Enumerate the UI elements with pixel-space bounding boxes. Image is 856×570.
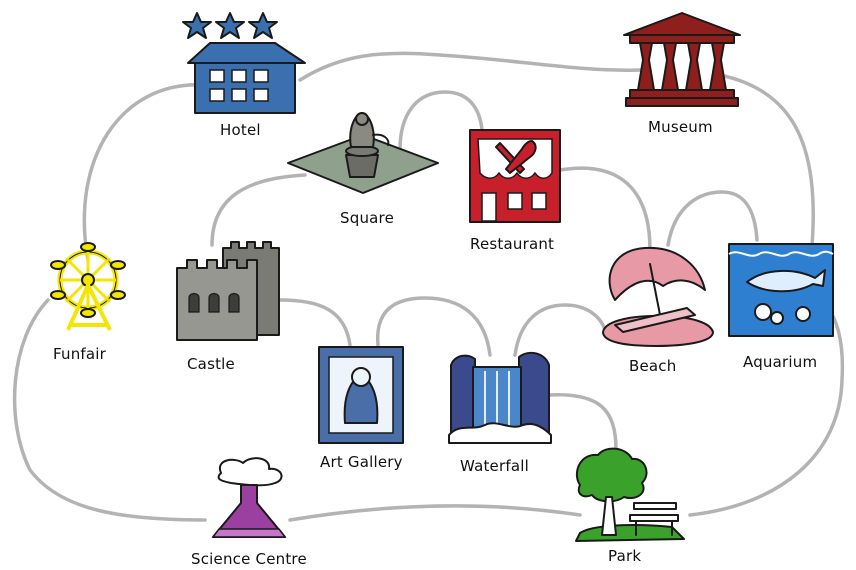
funfair-label: Funfair [53, 345, 107, 363]
beach-landmark[interactable]: Beach [595, 240, 720, 380]
road-square-castle [210, 173, 307, 247]
road-museum-aquarium [718, 73, 815, 247]
art-gallery-landmark[interactable]: Art Gallery [315, 343, 415, 473]
road-funfair-science [12, 298, 207, 522]
road-restaurant-beach [558, 166, 652, 252]
fork-knife-icon [495, 140, 537, 174]
road-science-park [288, 504, 582, 522]
aquarium-icon [728, 243, 834, 337]
museum-landmark[interactable]: Museum [622, 10, 742, 140]
tree-bench-icon [575, 447, 685, 542]
beach-umbrella-icon [602, 246, 714, 347]
castle-icon [176, 241, 280, 341]
road-waterfall-park [546, 392, 618, 452]
castle-label: Castle [187, 355, 235, 373]
road-gallery-waterfall [376, 296, 492, 357]
science-centre-label: Science Centre [191, 550, 307, 568]
museum-label: Museum [648, 118, 713, 136]
waterfall-label: Waterfall [460, 457, 529, 475]
aquarium-landmark[interactable]: Aquarium [725, 240, 845, 380]
park-landmark[interactable]: Park [572, 445, 692, 570]
square-icon [287, 112, 439, 194]
restaurant-icon [469, 129, 561, 223]
road-waterfall-beach [513, 303, 607, 357]
ferris-wheel-icon [50, 242, 126, 331]
square-landmark[interactable]: Square [287, 105, 448, 230]
science-centre-landmark[interactable]: Science Centre [185, 455, 325, 570]
beach-label: Beach [629, 357, 677, 375]
restaurant-label: Restaurant [470, 235, 555, 253]
road-hotel-funfair [82, 83, 207, 262]
square-label: Square [340, 209, 395, 227]
art-gallery-label: Art Gallery [320, 453, 403, 471]
restaurant-landmark[interactable]: Restaurant [462, 125, 572, 255]
road-park-aquarium [688, 303, 845, 517]
hotel-landmark[interactable]: Hotel [180, 5, 310, 145]
aquarium-label: Aquarium [743, 353, 818, 371]
road-beach-aquarium [666, 190, 759, 247]
waterfall-icon [448, 351, 552, 444]
museum-icon [623, 12, 741, 107]
park-label: Park [608, 547, 642, 565]
statue-icon [345, 112, 390, 178]
flask-icon [211, 457, 287, 538]
hotel-icon [182, 12, 306, 114]
waterfall-landmark[interactable]: Waterfall [445, 345, 555, 475]
hotel-label: Hotel [220, 121, 261, 139]
funfair-landmark[interactable]: Funfair [40, 235, 140, 370]
castle-landmark[interactable]: Castle [173, 240, 288, 375]
road-square-restaurant [398, 90, 484, 152]
painting-icon [318, 346, 404, 444]
road-hotel-museum [298, 51, 642, 82]
road-castle-gallery [278, 298, 352, 347]
